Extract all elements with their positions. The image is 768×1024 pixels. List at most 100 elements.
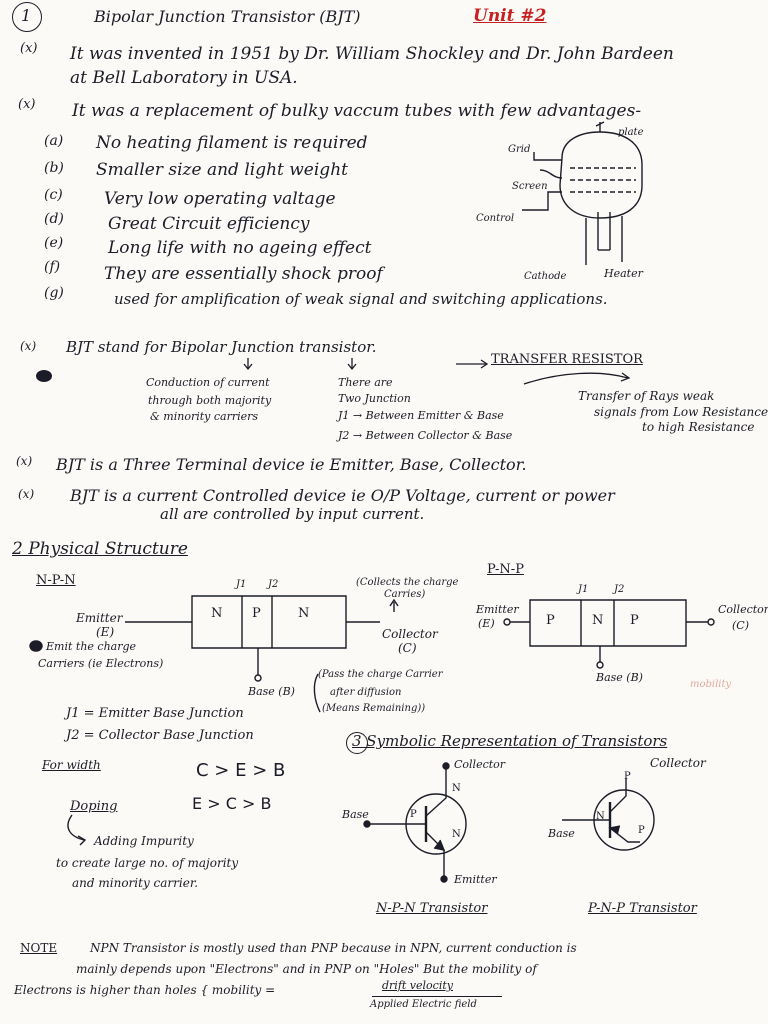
pnp-j1: J1 <box>578 584 589 595</box>
npn-base-label: Base (B) <box>248 685 295 698</box>
pnp-collector-c: (C) <box>732 619 749 632</box>
pnp-symbol-p: P <box>624 771 631 782</box>
npn-collector-c: (C) <box>398 641 417 655</box>
npn-region: N <box>211 606 223 621</box>
junction-note: J1 → Between Emitter & Base <box>338 409 504 422</box>
npn-symbol-base: Base <box>342 808 369 821</box>
fraction-bar <box>372 996 502 997</box>
npn-region: P <box>252 606 261 621</box>
bullet-mark: (x) <box>18 97 36 112</box>
pnp-symbol-p2: P <box>638 825 645 836</box>
emitter-note: Carriers (ie Electrons) <box>38 657 164 670</box>
list-item: Very low operating valtage <box>104 189 336 209</box>
pnp-emitter-label: Emitter <box>476 603 519 616</box>
tube-control-label: Control <box>476 213 515 224</box>
transfer-resistor-label: TRANSFER RESISTOR <box>491 352 643 367</box>
note-label: NOTE <box>20 941 58 955</box>
npn-symbol-caption: N-P-N Transistor <box>376 901 488 916</box>
section-title-physical: 2 Physical Structure <box>12 539 188 559</box>
pnp-collector-label: Collector <box>718 603 768 616</box>
intro-line-2: at Bell Laboratory in USA. <box>70 68 298 88</box>
junction-note: There are <box>338 376 393 389</box>
page-number-circle <box>12 2 42 32</box>
pnp-faint-text: mobility <box>690 679 732 690</box>
list-marker: (a) <box>44 133 64 149</box>
list-marker: (e) <box>44 235 64 251</box>
section-title-symbolic: 3 Symbolic Representation of Transistors <box>352 732 668 750</box>
pnp-label: P-N-P <box>487 562 524 577</box>
bipolar-note: Conduction of current <box>146 376 270 389</box>
junction-note: Two Junction <box>338 392 411 405</box>
pnp-region: N <box>592 613 604 628</box>
pnp-region: P <box>546 613 555 628</box>
npn-region: N <box>298 606 310 621</box>
width-relation: C > E > B <box>196 760 286 781</box>
j1-definition: J1 = Emitter Base Junction <box>66 706 244 721</box>
npn-symbol-n2: N <box>452 829 461 840</box>
npn-emitter-label: Emitter <box>76 611 123 625</box>
npn-emitter-e: (E) <box>96 625 115 639</box>
symbolic-number-circle <box>346 732 368 754</box>
pnp-symbol-collector: Collector <box>650 756 706 770</box>
doping-note: and minority carrier. <box>72 876 199 890</box>
npn-symbol-collector: Collector <box>454 758 506 771</box>
page-number: 1 <box>21 6 32 25</box>
bullet-mark: (x) <box>20 41 38 56</box>
transfer-note: Transfer of Rays weak <box>578 389 715 403</box>
doping-relation: E > C > B <box>192 794 272 813</box>
page-title: Bipolar Junction Transistor (BJT) <box>94 7 361 26</box>
list-item: Long life with no ageing effect <box>108 238 372 258</box>
pnp-base-label: Base (B) <box>596 671 643 684</box>
note-line: mainly depends upon "Electrons" and in P… <box>76 962 537 976</box>
npn-collector-label: Collector <box>382 627 438 641</box>
pnp-symbol-n: N <box>596 811 605 822</box>
ink-blot <box>36 370 52 382</box>
pnp-region: P <box>630 613 639 628</box>
npn-j1: J1 <box>236 579 247 590</box>
bullet-mark: (x) <box>18 487 35 501</box>
transfer-note: to high Resistance <box>642 420 755 434</box>
fraction-denominator: Applied Electric field <box>370 999 477 1010</box>
j2-definition: J2 = Collector Base Junction <box>66 728 254 743</box>
list-item: used for amplification of weak signal an… <box>114 290 608 308</box>
bipolar-note: through both majority <box>148 394 272 407</box>
junction-note: J2 → Between Collector & Base <box>338 429 513 442</box>
note-line: NPN Transistor is mostly used than PNP b… <box>90 941 577 955</box>
pnp-j2: J2 <box>614 584 625 595</box>
intro-line-1: It was invented in 1951 by Dr. William S… <box>70 44 674 64</box>
width-label: For width <box>42 758 101 772</box>
collects-note: Carries) <box>384 589 426 600</box>
fact-line: BJT is a current Controlled device ie O/… <box>70 486 615 505</box>
tube-plate-label: plate <box>618 127 644 138</box>
tube-grid-label: Grid <box>508 144 531 155</box>
list-marker: (d) <box>44 211 64 227</box>
list-marker: (c) <box>44 187 63 203</box>
list-item: Great Circuit efficiency <box>108 214 310 234</box>
intro-line-3: It was a replacement of bulky vaccum tub… <box>72 101 642 121</box>
doping-note: to create large no. of majority <box>56 856 239 870</box>
transfer-note: signals from Low Resistance <box>594 405 768 419</box>
npn-label: N-P-N <box>36 573 76 588</box>
emitter-note: Emit the charge <box>46 640 137 653</box>
note-line: Electrons is higher than holes { mobilit… <box>14 983 276 997</box>
doping-label: Doping <box>70 799 118 814</box>
unit-label: Unit #2 <box>473 6 547 26</box>
list-marker: (f) <box>44 259 61 275</box>
npn-j2: J2 <box>268 579 279 590</box>
pnp-emitter-e: (E) <box>478 617 495 630</box>
list-item: They are essentially shock proof <box>104 264 383 284</box>
base-note: (Pass the charge Carrier <box>318 669 443 680</box>
pnp-symbol-caption: P-N-P Transistor <box>588 901 697 916</box>
pnp-symbol-base: Base <box>548 827 575 840</box>
doping-note: Adding Impurity <box>94 834 194 848</box>
bipolar-note: & minority carriers <box>150 410 259 423</box>
list-marker: (g) <box>44 285 64 301</box>
base-note: after diffusion <box>330 687 402 698</box>
tube-screen-label: Screen <box>512 181 548 192</box>
list-item: No heating filament is required <box>96 133 368 153</box>
base-note: (Means Remaining)) <box>322 703 426 714</box>
